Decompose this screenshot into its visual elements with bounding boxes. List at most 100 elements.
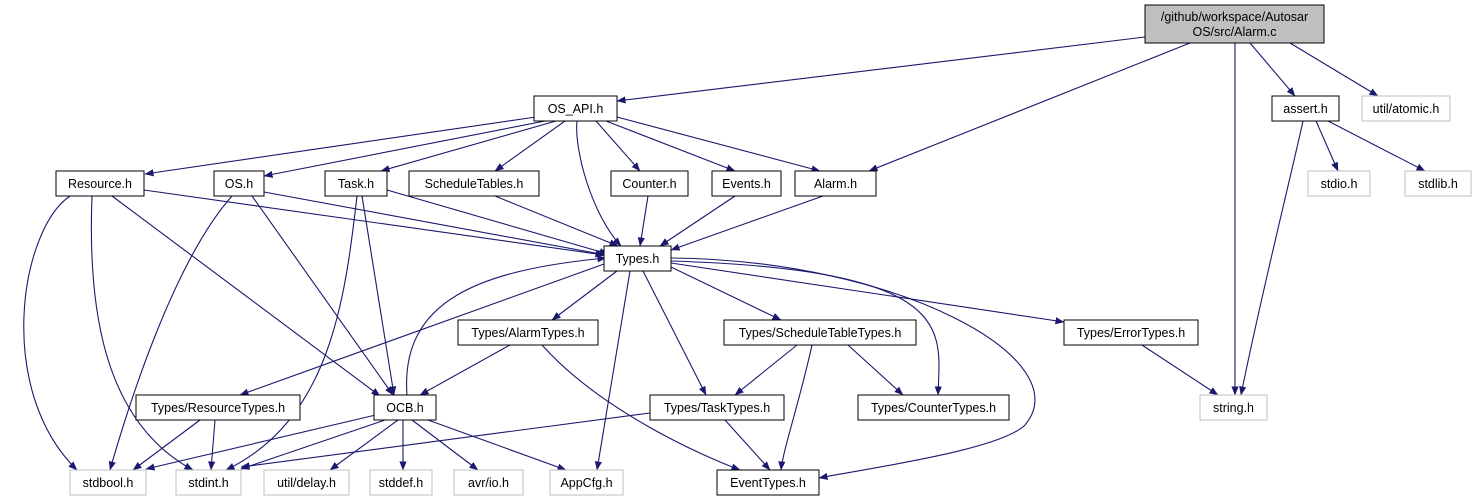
edge-ocb-to-avr_io — [411, 419, 479, 471]
node-os[interactable]: OS.h — [213, 170, 265, 197]
node-os-api[interactable]: OS_API.h — [533, 95, 618, 122]
edge-scheduletables-to-types — [494, 195, 619, 247]
edge-os_api-to-os — [263, 120, 546, 178]
node-resourcetypes[interactable]: Types/ResourceTypes.h — [135, 394, 301, 421]
node-label: Types/ScheduleTableTypes.h — [739, 326, 902, 340]
node-label: OS/src/Alarm.c — [1192, 25, 1276, 39]
edge-ocb-to-stdbool — [145, 413, 381, 471]
edge-os_api-to-events — [605, 120, 736, 172]
node-box — [794, 170, 877, 197]
node-box — [649, 394, 785, 421]
node-box — [1271, 95, 1340, 122]
edge-tasktypes-to-eventtypes — [724, 419, 771, 471]
node-countertypes[interactable]: Types/CounterTypes.h — [857, 394, 1010, 421]
node-events[interactable]: Events.h — [711, 170, 782, 197]
node-appcfg: AppCfg.h — [549, 469, 624, 496]
node-label: Types.h — [616, 252, 660, 266]
node-box — [324, 170, 388, 197]
edge-alarm_c-to-util_atomic — [1289, 42, 1379, 97]
edge-os-to-ocb — [251, 195, 394, 396]
node-resource[interactable]: Resource.h — [55, 170, 145, 197]
node-label: Resource.h — [68, 177, 132, 191]
edge-scheduletabletypes-to-tasktypes — [734, 344, 798, 396]
edge-assert-to-string — [1239, 120, 1304, 396]
edge-scheduletabletypes-to-eventtypes — [778, 344, 813, 471]
node-box — [549, 469, 624, 496]
edge-os_api-to-counter — [595, 120, 641, 172]
node-box — [55, 170, 145, 197]
edge-resource-to-stdint — [90, 195, 194, 471]
node-box — [1404, 170, 1472, 197]
node-label: stdlib.h — [1418, 177, 1458, 191]
node-scheduletabletypes[interactable]: Types/ScheduleTableTypes.h — [723, 319, 917, 346]
node-box — [1063, 319, 1199, 346]
node-label: avr/io.h — [468, 476, 509, 490]
node-box — [1361, 95, 1451, 122]
node-ocb[interactable]: OCB.h — [373, 394, 437, 421]
edge-resourcetypes-to-stdint — [208, 419, 216, 471]
edge-errortypes-to-string — [1141, 344, 1219, 396]
node-label: /github/workspace/Autosar — [1161, 10, 1308, 24]
node-label: Types/AlarmTypes.h — [471, 326, 584, 340]
node-stdlib: stdlib.h — [1404, 170, 1472, 197]
node-label: Counter.h — [622, 177, 676, 191]
node-label: EventTypes.h — [730, 476, 806, 490]
edge-os_api-to-resource — [144, 116, 537, 177]
node-label: stddef.h — [379, 476, 424, 490]
node-counter[interactable]: Counter.h — [610, 170, 689, 197]
edge-assert-to-stdio — [1315, 120, 1339, 172]
edge-types-to-appcfg — [594, 270, 631, 471]
node-box — [711, 170, 782, 197]
node-eventtypes[interactable]: EventTypes.h — [716, 469, 820, 496]
node-label: OS_API.h — [548, 102, 604, 116]
node-task[interactable]: Task.h — [324, 170, 388, 197]
edge-types-to-resourcetypes — [239, 263, 605, 396]
node-label: util/atomic.h — [1373, 102, 1440, 116]
node-box — [369, 469, 433, 496]
node-layer: /github/workspace/AutosarOS/src/Alarm.cO… — [55, 4, 1472, 496]
node-box — [1307, 170, 1371, 197]
node-box — [135, 394, 301, 421]
node-box — [1199, 394, 1268, 421]
node-label: Task.h — [338, 177, 374, 191]
node-box — [1144, 4, 1325, 44]
edge-resource-to-types — [143, 189, 605, 258]
edge-types-to-countertypes — [670, 260, 942, 396]
node-box — [263, 469, 350, 496]
node-alarm-h[interactable]: Alarm.h — [794, 170, 877, 197]
edge-os_api-to-alarm_h — [616, 116, 821, 173]
node-label: Types/CounterTypes.h — [871, 401, 996, 415]
node-errortypes[interactable]: Types/ErrorTypes.h — [1063, 319, 1199, 346]
node-box — [373, 394, 437, 421]
edge-types-to-alarmtypes — [551, 270, 618, 321]
node-label: string.h — [1213, 401, 1254, 415]
node-box — [213, 170, 265, 197]
node-label: stdint.h — [188, 476, 228, 490]
node-box — [857, 394, 1010, 421]
node-types[interactable]: Types.h — [603, 245, 672, 272]
edge-resource-to-stdbool — [23, 195, 78, 471]
node-label: OS.h — [225, 177, 254, 191]
node-assert[interactable]: assert.h — [1271, 95, 1340, 122]
edge-ocb-to-stdint — [240, 419, 386, 470]
edge-layer — [23, 36, 1426, 480]
edge-alarmtypes-to-eventtypes — [541, 344, 741, 471]
node-label: Types/TaskTypes.h — [664, 401, 770, 415]
node-label: stdbool.h — [83, 476, 134, 490]
node-box — [723, 319, 917, 346]
edge-scheduletabletypes-to-countertypes — [847, 344, 904, 396]
edge-task-to-stdint — [225, 195, 358, 471]
node-util-atomic: util/atomic.h — [1361, 95, 1451, 122]
node-label: util/delay.h — [277, 476, 336, 490]
node-alarmtypes[interactable]: Types/AlarmTypes.h — [457, 319, 599, 346]
node-scheduletables[interactable]: ScheduleTables.h — [408, 170, 540, 197]
edge-counter-to-types — [637, 195, 649, 247]
node-label: ScheduleTables.h — [425, 177, 524, 191]
edge-os-to-stdbool — [108, 195, 233, 471]
node-box — [457, 319, 599, 346]
edge-os_api-to-types — [576, 120, 622, 247]
node-tasktypes[interactable]: Types/TaskTypes.h — [649, 394, 785, 421]
edge-os_api-to-task — [380, 120, 557, 173]
